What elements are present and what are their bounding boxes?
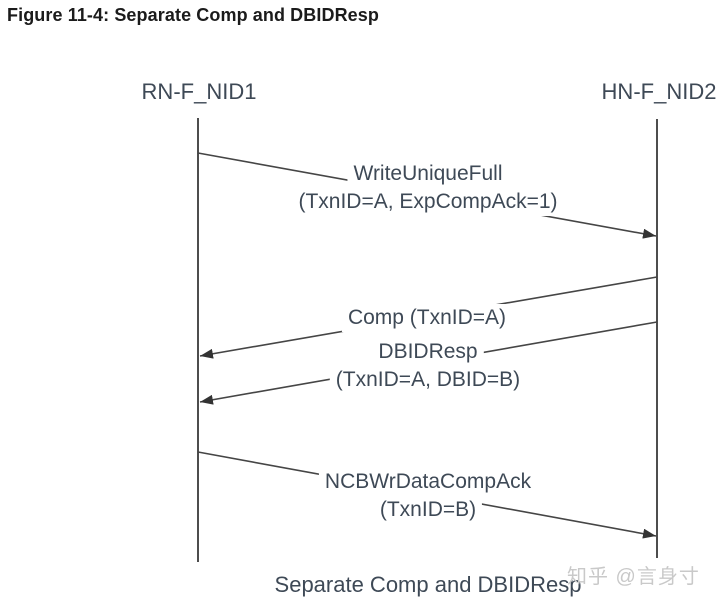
figure-caption: Separate Comp and DBIDResp [274,572,582,597]
figure-title: Figure 11-4: Separate Comp and DBIDResp [7,5,379,25]
message-name: WriteUniqueFull [347,160,509,188]
message-label-dbidresp: DBIDResp (TxnID=A, DBID=B) [329,338,527,394]
lifeline-header-hn-f-nid2: HN-F_NID2 [601,79,717,104]
message-params: (TxnID=A, ExpCompAck=1) [292,188,564,216]
lifeline-header-rn-f-nid1: RN-F_NID1 [141,79,257,104]
message-params: (TxnID=A, DBID=B) [329,366,527,394]
message-name: NCBWrDataCompAck [318,468,538,496]
message-params: (TxnID=B) [373,496,483,524]
message-name: Comp (TxnID=A) [341,304,513,332]
message-label-writeuniquefull: WriteUniqueFull (TxnID=A, ExpCompAck=1) [292,160,564,216]
message-label-comp: Comp (TxnID=A) [341,304,513,332]
message-label-ncbwrdatacompack: NCBWrDataCompAck (TxnID=B) [318,468,538,524]
watermark: 知乎 @言身寸 [567,566,700,588]
message-name: DBIDResp [372,338,484,366]
